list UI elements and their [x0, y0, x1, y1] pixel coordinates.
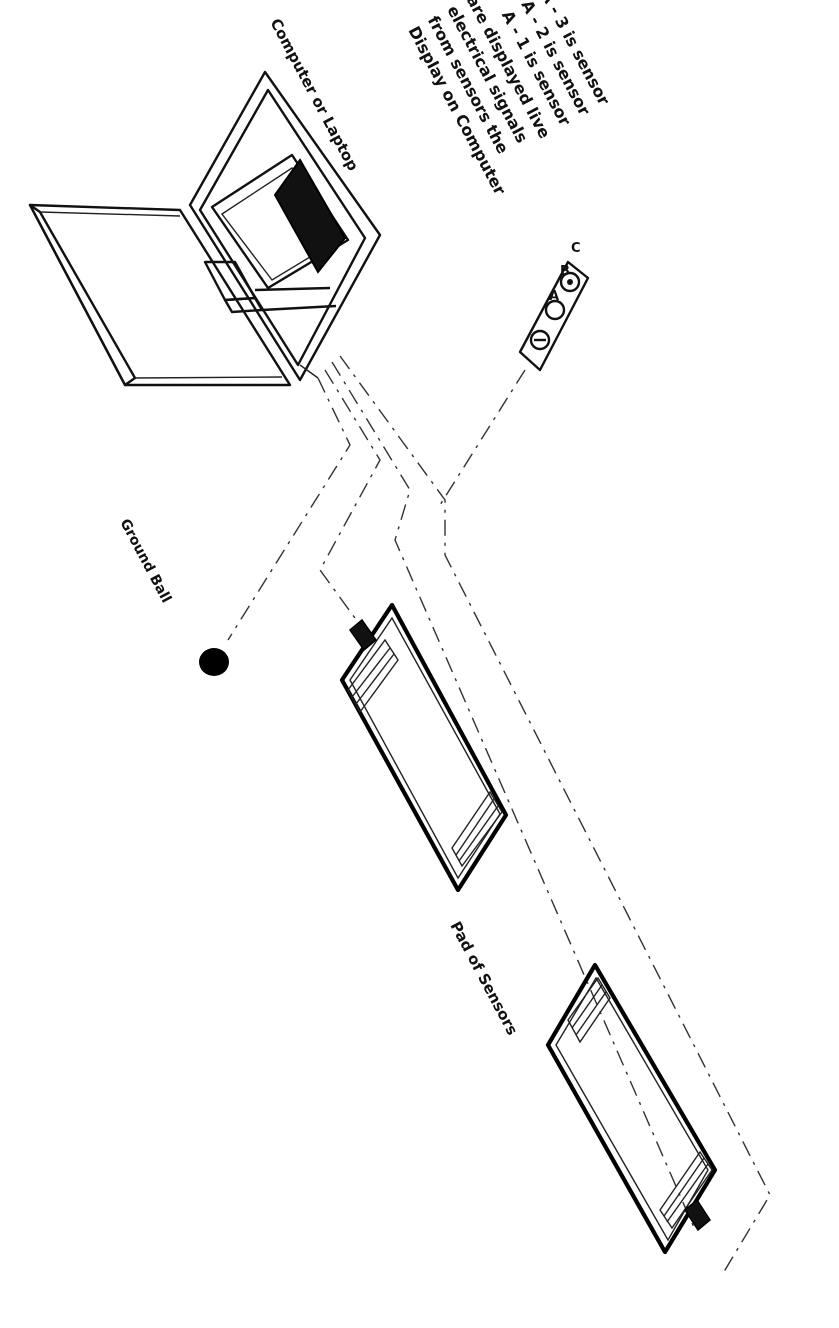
sensor-pad-1 — [339, 602, 509, 893]
knob-marker-c: C — [571, 241, 581, 256]
sensor-pad-2-hatch-bottom — [659, 1150, 713, 1230]
ground-wire — [227, 377, 351, 641]
monitor-note: Display on Computer from sensors the ele… — [404, 0, 613, 198]
sensor-pad-2 — [545, 962, 718, 1255]
ground-ball-label: Ground Ball — [116, 516, 174, 605]
pad2-wire-b — [339, 355, 771, 1276]
sensor-pad-label: Pad of Sensors — [446, 918, 521, 1038]
laptop-screen-lid — [188, 70, 382, 382]
knob-b-icon — [544, 299, 566, 321]
knob-c-icon — [559, 271, 581, 293]
laptop-illustration — [28, 70, 382, 387]
knob-a-icon — [529, 329, 551, 351]
laptop-display-dark — [273, 158, 347, 274]
sensor-pad-1-hatch-bottom — [451, 790, 503, 868]
sensor-pad-2-hatch-top — [567, 976, 611, 1044]
pad1-wire — [319, 369, 381, 626]
connector-wires — [227, 355, 771, 1276]
knob-wire — [439, 369, 526, 506]
knob-marker-b: B — [560, 264, 570, 279]
knob-control-strip: A B C — [518, 241, 590, 372]
sensor-pad-1-hatch-top — [347, 638, 399, 714]
pad2-wire-a — [331, 361, 696, 1231]
ground-ball — [199, 648, 229, 676]
sensor-pad-1-connector-icon — [348, 618, 378, 652]
knob-marker-a: A — [549, 289, 559, 304]
laptop-base — [28, 203, 292, 387]
ground-ball-icon — [199, 648, 229, 676]
sensor-pad-2-connector-icon — [684, 1198, 711, 1232]
